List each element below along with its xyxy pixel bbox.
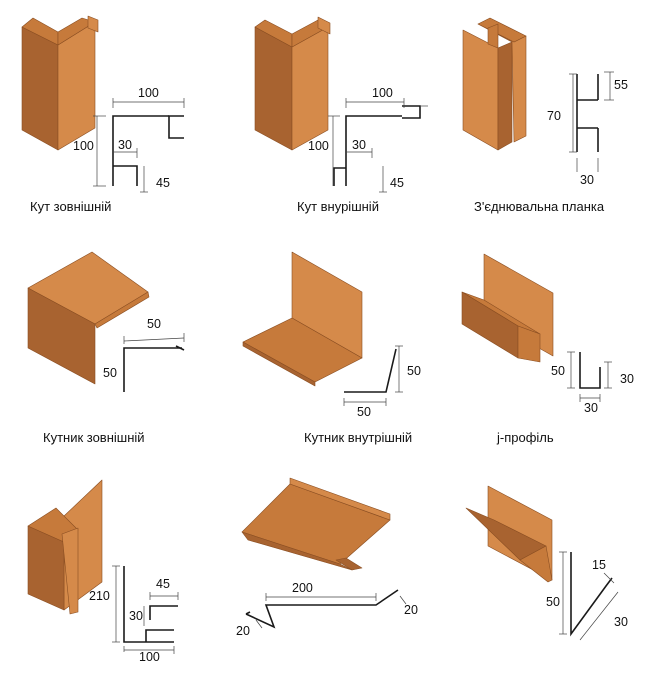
caption-inner-angle: Кутник внутрішній	[304, 430, 413, 445]
inner-angle-dim-height: 50	[407, 364, 421, 378]
starter-strip-dim-top: 45	[156, 577, 170, 591]
inner-corner-dim-height: 100	[308, 139, 329, 153]
connecting-strip-dim-top: 55	[614, 78, 628, 92]
starter-strip-section	[112, 565, 179, 654]
inner-angle-section	[343, 345, 403, 406]
caption-connecting-strip: З'єднювальна планка	[474, 199, 605, 214]
outer-corner-profile: 100 100 30 45	[21, 15, 185, 193]
caption-outer-angle: Кутник зовнішній	[43, 430, 145, 445]
inner-angle-illustration	[242, 251, 363, 387]
outer-angle-dim-width: 50	[147, 317, 161, 331]
inner-corner-illustration	[254, 16, 331, 151]
inner-corner-dim-width: 100	[372, 86, 393, 100]
angle-flashing-dim-height: 50	[546, 595, 560, 609]
connecting-strip-dim-height: 70	[547, 109, 561, 123]
starter-strip-dim-height: 210	[89, 589, 110, 603]
outer-corner-section	[93, 98, 185, 193]
caption-j-profile: j-профіль	[497, 430, 554, 445]
connecting-strip-illustration	[462, 17, 527, 151]
drip-flashing-dim-left: 20	[236, 624, 250, 638]
j-profile-illustration	[461, 253, 554, 363]
drip-flashing-dim-right: 20	[404, 603, 418, 617]
outer-angle-section	[123, 333, 185, 392]
caption-outer-corner: Кут зовнішній	[30, 199, 112, 214]
caption-inner-corner: Кут внурішній	[297, 199, 379, 214]
outer-angle-profile: 50 50	[27, 251, 185, 392]
drip-flashing-illustration	[241, 477, 391, 571]
starter-strip-profile: 210 45 30 100	[27, 479, 179, 664]
j-profile-dim-side: 30	[620, 372, 634, 386]
inner-angle-profile: 50 50	[242, 251, 421, 419]
angle-flashing-profile: 15 50 30	[465, 485, 628, 641]
drip-flashing-dim-width: 200	[292, 581, 313, 595]
j-profile-dim-height: 50	[551, 364, 565, 378]
outer-corner-illustration	[21, 15, 99, 151]
angle-flashing-dim-flange: 15	[592, 558, 606, 572]
inner-corner-dim-depth: 45	[390, 176, 404, 190]
connecting-strip-profile: 55 70 30	[462, 17, 628, 187]
connecting-strip-section	[569, 71, 614, 172]
j-profile-section	[567, 351, 612, 402]
outer-angle-illustration	[27, 251, 150, 385]
outer-corner-dim-width: 100	[138, 86, 159, 100]
inner-corner-section	[328, 98, 428, 193]
starter-strip-illustration	[27, 479, 103, 615]
inner-corner-dim-flange: 30	[352, 138, 366, 152]
drip-flashing-profile: 200 20 20	[236, 477, 418, 638]
j-profile: 50 30 30	[461, 253, 634, 415]
outer-angle-dim-height: 50	[103, 366, 117, 380]
outer-corner-dim-height: 100	[73, 139, 94, 153]
angle-flashing-section	[559, 551, 619, 641]
inner-angle-dim-width: 50	[357, 405, 371, 419]
drip-flashing-section	[245, 589, 407, 629]
angle-flashing-dim-width: 30	[614, 615, 628, 629]
j-profile-dim-width: 30	[584, 401, 598, 415]
connecting-strip-dim-width: 30	[580, 173, 594, 187]
outer-corner-dim-flange: 30	[118, 138, 132, 152]
angle-flashing-illustration	[465, 485, 553, 583]
outer-corner-dim-depth: 45	[156, 176, 170, 190]
inner-corner-profile: 100 100 30 45	[254, 16, 428, 193]
starter-strip-dim-base: 100	[139, 650, 160, 664]
starter-strip-dim-mid: 30	[129, 609, 143, 623]
